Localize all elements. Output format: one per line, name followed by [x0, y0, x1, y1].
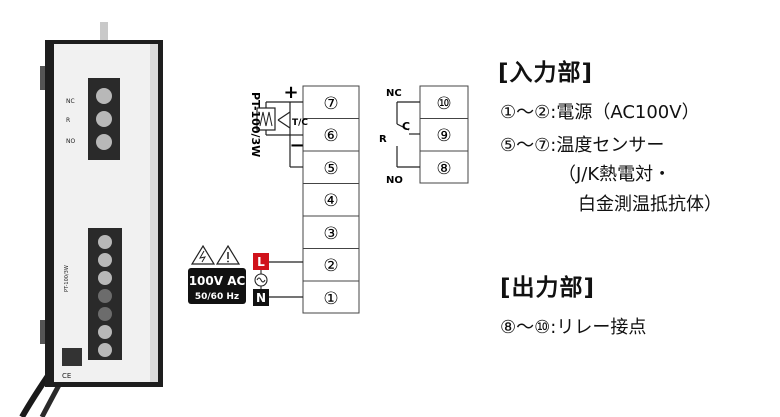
l-badge [253, 253, 269, 270]
device-mid-label: PT-100/3W [64, 265, 70, 292]
output-section-heading: [出力部] [500, 275, 596, 301]
minus-sign: − [289, 135, 304, 156]
terminal-6: ⑥ [323, 126, 338, 146]
pt100-label: PT-100/3W [249, 92, 262, 157]
mount-tab-bottom [40, 320, 45, 344]
device-label-nc: NC [66, 98, 75, 105]
top-screw-3 [96, 134, 112, 150]
device-photo: NC R NO PT-100/3W CE [19, 22, 163, 417]
plus-sign: + [283, 82, 298, 103]
caution-icon [215, 244, 241, 265]
bottom-screw-1 [98, 235, 112, 249]
top-screw-1 [96, 88, 112, 104]
terminal-1: ① [323, 289, 338, 309]
input-line-power: ①～②:電源（AC100V） [500, 102, 700, 123]
power-spec-line2: 50/60 Hz [195, 292, 239, 302]
bottom-screw-6 [98, 325, 112, 339]
device-side-strip [150, 44, 158, 382]
relay-no-label: NO [386, 175, 403, 186]
power-spec-line1: 100V AC [189, 274, 246, 288]
terminal-5: ⑤ [323, 159, 338, 179]
bottom-screw-3 [98, 271, 112, 285]
tc-label: T/C [292, 118, 308, 128]
n-label: N [256, 291, 266, 305]
relay-r-label: R [379, 134, 387, 145]
bottom-screw-4 [98, 289, 112, 303]
input-section-heading: [入力部] [498, 60, 594, 86]
relay-nc-label: NC [386, 88, 402, 99]
terminal-2: ② [323, 256, 338, 276]
device-top-knob [100, 22, 108, 44]
power-spec-box [188, 268, 246, 304]
terminal-9: ⑨ [436, 126, 451, 146]
sensor-wiring: + − T/C PT-100/3W [249, 82, 308, 168]
relay-c-label: C [402, 120, 410, 133]
mount-tab-top [40, 66, 45, 90]
device-label-no: NO [66, 138, 75, 145]
terminal-4: ④ [323, 191, 338, 211]
input-line-sensor: ⑤～⑦:温度センサー [500, 135, 665, 156]
device-label-r: R [66, 117, 70, 124]
terminal-8: ⑧ [436, 159, 451, 179]
electric-hazard-icon [190, 244, 216, 265]
n-badge [253, 289, 269, 306]
terminal-3: ③ [323, 224, 338, 244]
device-ce-mark: CE [62, 372, 71, 380]
bottom-screw-5 [98, 307, 112, 321]
device-spec-label [62, 348, 82, 366]
top-screw-2 [96, 111, 112, 127]
relay-terminal-strip: ⑩ ⑨ ⑧ NC C R NO [379, 85, 469, 186]
input-terminal-strip: ⑦ ⑥ ⑤ ④ ③ ② ① [302, 85, 360, 314]
input-line-rtd: 白金測温抵抗体） [578, 194, 722, 215]
power-wiring: 100V AC 50/60 Hz L N [188, 244, 303, 306]
terminal-7: ⑦ [323, 94, 338, 114]
output-line-relay: ⑧～⑩:リレー接点 [500, 317, 647, 338]
bottom-screw-2 [98, 253, 112, 267]
bottom-screw-7 [98, 343, 112, 357]
terminal-10: ⑩ [436, 94, 451, 114]
input-line-thermocouple: （J/K熱電対・ [558, 164, 672, 185]
l-label: L [257, 255, 265, 269]
